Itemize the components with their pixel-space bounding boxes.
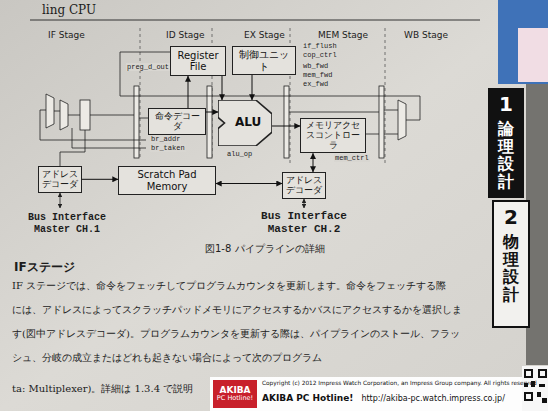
instruction-decoder-box: 命令デコーダ (148, 108, 206, 135)
alu-block: ALU (218, 100, 272, 146)
stage-boundaries (140, 28, 385, 165)
node-text: Register File (173, 50, 223, 73)
chapter-tab: 2 物理設計 (492, 200, 530, 328)
node-text: 1 (499, 93, 513, 116)
signal-name: br_taken (150, 144, 186, 152)
body-text: す(図中アドレスデコーダ)。プログラムカウンタを更新する際は、パイプラインのスト… (12, 327, 460, 341)
memory-access-controller-box: メモリアクセスコントローラ (300, 118, 366, 153)
connector (188, 76, 189, 108)
connector (252, 75, 253, 100)
stage-label: WB Stage (404, 30, 448, 40)
node-text: アドレスデコーダ (41, 169, 79, 190)
chapter-tab: 1 論理設計 (488, 88, 524, 198)
signal-name: cop_ctrl (302, 51, 338, 59)
header-rule (30, 20, 480, 21)
connector (222, 76, 223, 100)
address-decoder-box: アドレスデコーダ (38, 166, 82, 193)
node-text: ALU (235, 116, 261, 130)
signal-name: mem_ctrl (334, 154, 370, 162)
node-text: アドレスデコーダ (285, 175, 323, 196)
signal-name: ex_fwd (302, 80, 329, 88)
node-text: AKIBA (219, 385, 250, 395)
qr-code (522, 366, 548, 411)
stage-label: EX Stage (244, 30, 285, 40)
node-text: Copyright (c) 2012 Impress Watch Corpora… (262, 380, 518, 387)
body-text: シュ、分岐の成立またはどれも起きない場合によって次のプログラム (12, 351, 322, 365)
signal-name: preg_d_out (126, 63, 170, 71)
connector (206, 112, 218, 113)
other-book-cover (518, 28, 548, 82)
running-header: ling CPU (42, 3, 96, 17)
stage-label: ID Stage (166, 30, 204, 40)
body-text: には、アドレスによってスクラッチパッドメモリにアクセスするかバスにアクセスするか… (12, 303, 462, 317)
body-text: ta: Multiplexer)。詳細は 1.3.4 で説明 (12, 382, 193, 396)
node-text: 論理設計 (498, 120, 514, 190)
node-text: PC Hotline! (217, 395, 253, 402)
connector (82, 179, 118, 180)
scratch-pad-memory-box: Scratch Pad Memory (118, 166, 216, 195)
wires (40, 52, 420, 208)
alu-shape (218, 100, 272, 146)
signal-name: if_flush (302, 42, 338, 50)
node-text: Scratch Pad Memory (121, 169, 213, 192)
pipeline-registers (134, 86, 384, 158)
signal-name: mem_fwd (302, 71, 333, 79)
stage-label: MEM Stage (318, 30, 368, 40)
signal-name: wb_fwd (302, 62, 329, 70)
figure-caption: 図1-8 パイプラインの詳細 (205, 242, 325, 256)
section-heading: IFステージ (14, 259, 75, 276)
other-book (498, 0, 548, 84)
signal-name: br_addr (150, 135, 181, 143)
node-text: http://akiba-pc.watch.impress.co.jp/ (361, 394, 504, 403)
node-text: AKIBA PC Hotline! (262, 393, 353, 403)
watermark-logo: AKIBAPC Hotline! (213, 380, 257, 408)
node-text: 制御ユニット (235, 49, 293, 72)
stage-label: IF Stage (48, 30, 85, 40)
node-text: 2 (504, 206, 518, 229)
watermark-band: Copyright (c) 2012 Impress Watch Corpora… (210, 377, 522, 411)
bus-interface-label: Bus Interface Master CH.2 (250, 210, 358, 235)
node-text: 物理設計 (503, 233, 519, 303)
connector (272, 126, 300, 127)
node-text: メモリアクセスコントローラ (303, 121, 363, 150)
node-text: 命令デコーダ (151, 111, 203, 132)
connector (216, 183, 282, 184)
control-unit-box: 制御ユニット (232, 46, 296, 75)
body-text: IF ステージでは、命令をフェッチしてプログラムカウンタを更新します。命令をフェ… (12, 279, 446, 293)
bus-interface-label: Bus Interface Master CH.1 (22, 212, 112, 235)
connector (313, 153, 314, 172)
address-decoder-box: アドレスデコーダ (282, 172, 326, 199)
signal-name: alu_op (226, 150, 253, 158)
register-file-box: Register File (170, 46, 226, 76)
